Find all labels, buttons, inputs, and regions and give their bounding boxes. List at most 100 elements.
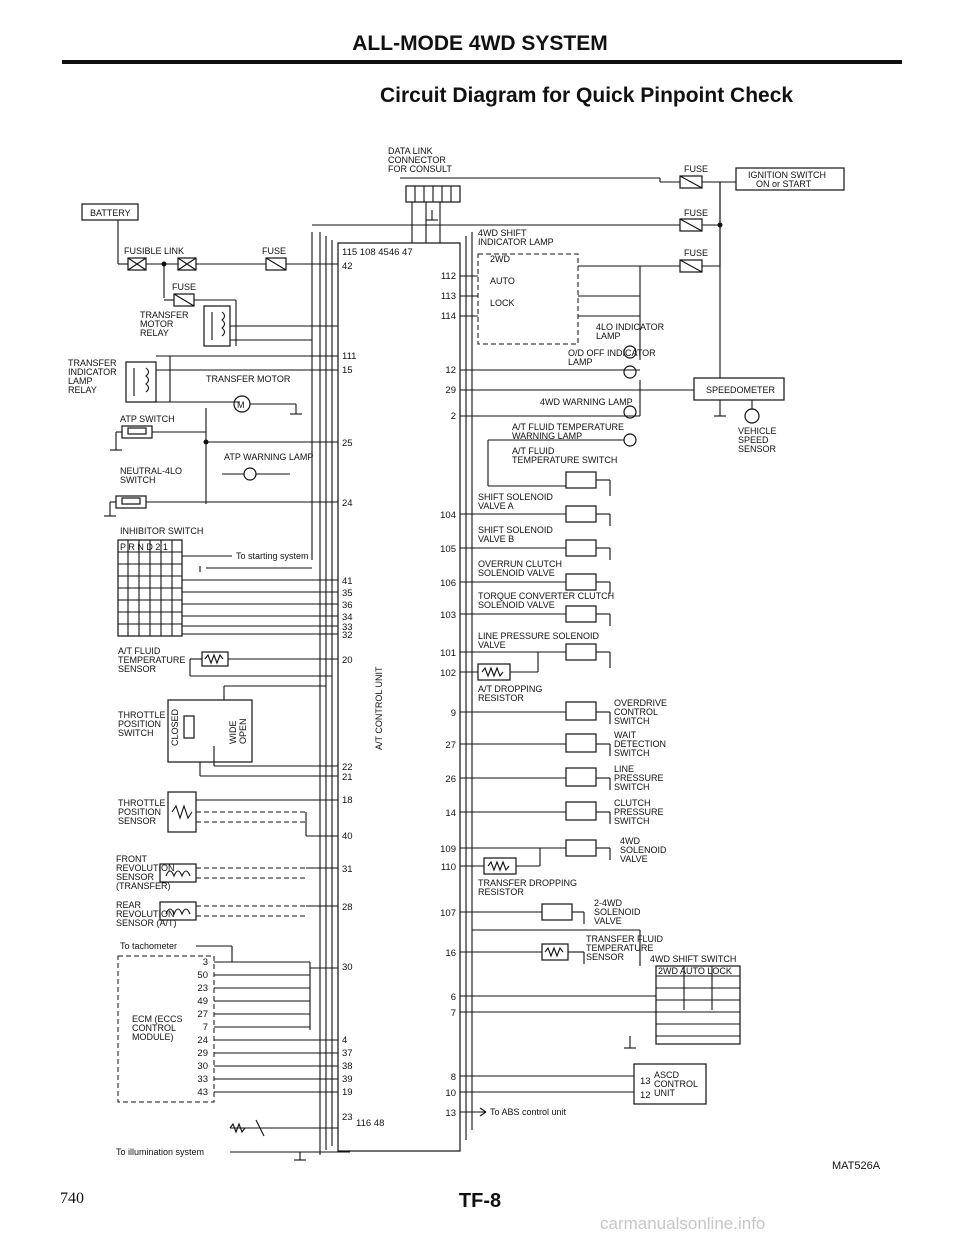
at-control-unit-label: A/T CONTROL UNIT [374,666,384,750]
rear-rev-l1: REAR [116,900,142,910]
front-rev-l3: SENSOR [116,872,155,882]
warning-4wd-label: 4WD WARNING LAMP [540,397,633,407]
sol-4wd-l3: VALVE [620,854,648,864]
fuse-label-1: FUSE [262,246,286,256]
ecm-l3: MODULE) [132,1032,174,1042]
vss-l1: VEHICLE [738,426,777,436]
fluid-warn-l2: WARNING LAMP [512,431,582,441]
tp-sensor-l2: POSITION [118,807,161,817]
pin-label: 15 [342,365,353,376]
shift-a-l2: VALVE A [478,501,514,511]
pin-label: 20 [342,655,353,666]
pin-numbers: 115 108 4546 47 42 111152524413536343332… [197,247,650,1129]
sol-4wd-l1: 4WD [620,836,641,846]
shift-b-l1: SHIFT SOLENOID [478,525,553,535]
tm-relay-l3: RELAY [140,328,169,338]
shift-a-l1: SHIFT SOLENOID [478,492,553,502]
shift-ind-l2: INDICATOR LAMP [478,237,554,247]
to-starting-label: To starting system [236,551,309,561]
data-link-l1: DATA LINK [388,146,433,156]
lo-ind-l2: LAMP [596,331,621,341]
pin-label: 12 [640,1090,651,1101]
sol-4wd-l2: SOLENOID [620,845,667,855]
pin-label: 50 [197,970,208,981]
pin-label: 109 [440,844,456,855]
solenoid-valves [460,505,611,681]
tr-fluid-l3: SENSOR [586,952,625,962]
pin-label: 38 [342,1061,353,1072]
battery-label: BATTERY [90,208,131,218]
header-rule [62,60,902,64]
transfer-motor-label: TRANSFER MOTOR [206,374,291,384]
tr-fluid-l1: TRANSFER FLUID [586,934,664,944]
lp-sol-l2: VALVE [478,640,506,650]
shift-switch-cols: 2WD AUTO LOCK [658,966,732,976]
clutch-sw-l1: CLUTCH [614,798,651,808]
transfer-motor-relay [203,232,338,560]
fuse-label-2: FUSE [172,282,196,292]
overrun-l1: OVERRUN CLUTCH [478,559,562,569]
pin-label: 21 [342,772,353,783]
vss-l3: SENSOR [738,444,777,454]
pin-label: 102 [440,668,456,679]
pin-label: 37 [342,1048,353,1059]
wait-sw-l2: DETECTION [614,739,666,749]
lp-sol-l1: LINE PRESSURE SOLENOID [478,631,600,641]
ignition-l2: ON or START [756,179,812,189]
line-sw-l1: LINE [614,764,634,774]
neutral-l2: SWITCH [120,475,156,485]
to-abs-label: To ABS control unit [490,1107,567,1117]
pin-label: 24 [342,498,353,509]
ascd-l3: UNIT [654,1088,675,1098]
fusible-link-label: FUSIBLE LINK [124,246,184,256]
od-sw-l3: SWITCH [614,716,650,726]
wait-sw-l1: WAIT [614,730,637,740]
pin-label: 24 [197,1035,208,1046]
diagram-title: Circuit Diagram for Quick Pinpoint Check [380,84,794,107]
rear-rev-l2: REVOLUTION [116,909,175,919]
right-pin-column: 1121131141229210410510610310110292726141… [440,271,456,1119]
pin-label: 36 [342,600,353,611]
at-drop-l2: RESISTOR [478,693,524,703]
front-revolution-sensor [159,863,338,883]
ascd-abs [460,1063,707,1117]
ascd-l2: CONTROL [654,1079,698,1089]
inhibitor-label: INHIBITOR SWITCH [120,526,203,536]
pin-label: 13 [640,1076,651,1087]
at-drop-l1: A/T DROPPING [478,684,542,694]
pin-label: 40 [342,831,353,842]
wait-sw-l3: SWITCH [614,748,650,758]
pin-label: 33 [342,622,353,633]
tps-l1: THROTTLE [118,710,166,720]
sol-24-l3: VALVE [594,916,622,926]
throttle-sensor [167,791,338,837]
ti-relay-l1: TRANSFER [68,358,117,368]
figure-code: MAT526A [832,1160,881,1172]
pin-label: 23 [342,1112,353,1123]
pin-label: 29 [197,1048,208,1059]
right-side-wiring [460,182,785,496]
pin-label: 7 [203,1022,208,1033]
fuse-label-5: FUSE [684,248,708,258]
pins-top-row: 115 108 4546 47 [342,247,413,258]
pin-label: 101 [440,648,456,659]
shift-ind-l1: 4WD SHIFT [478,228,527,238]
pin-label: 26 [445,774,456,785]
tr-fluid-l2: TEMPERATURE [586,943,653,953]
left-pin-column: 1111525244135363433322022211840312830437… [342,351,356,1123]
pin-label: 114 [441,311,456,322]
tcc-l1: TORQUE CONVERTER CLUTCH [478,591,614,601]
pin-label: 7 [451,1008,456,1019]
pin-label: 112 [441,271,456,282]
watermark: carmanualsonline.info [600,1214,766,1233]
pin-label: 113 [441,291,456,302]
pins-bottom-row: 116 48 [356,1118,384,1129]
ecm-box [117,945,350,1161]
wide-label: WIDE [228,721,238,745]
pin-label: 22 [342,762,353,773]
pin-label: 49 [197,996,208,1007]
battery-fusible-links [81,203,338,307]
inhibitor-cols: P R N D 2 1 [120,542,168,552]
at-fluid-l3: SENSOR [118,664,157,674]
